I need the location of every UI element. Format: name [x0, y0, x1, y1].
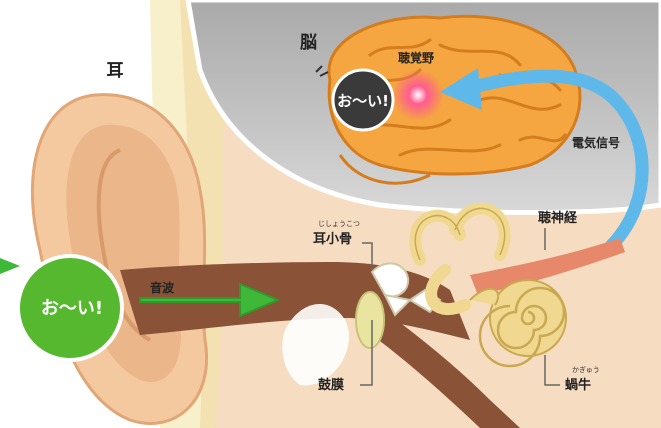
ossicles-ruby: じしょうこつ: [318, 220, 360, 228]
auditory-cortex-glow: [392, 69, 444, 121]
eardrum-label: 鼓膜: [318, 377, 344, 393]
auditory-cortex-label: 聴覚野: [398, 50, 434, 65]
outer-speech-bubble: お〜い!: [18, 256, 122, 360]
left-arrow-fragment: [0, 258, 20, 274]
sound-wave-label: 音波: [150, 280, 175, 295]
outer-bubble-text: お〜い!: [41, 298, 103, 319]
brain-speech-bubble: お〜い!: [333, 70, 393, 130]
eardrum-shape: [356, 292, 384, 348]
cochlea-label: 蝸牛: [565, 377, 591, 393]
electric-signal-label: 電気信号: [572, 135, 620, 150]
auditory-nerve-label: 聴神経: [538, 210, 578, 226]
ossicles-label: 耳小骨: [313, 232, 352, 247]
cochlea-ruby: かぎゅう: [572, 365, 600, 374]
brain-label: 脳: [300, 33, 317, 53]
brain-bubble-text: お〜い!: [337, 92, 389, 110]
ear-label: 耳: [107, 61, 124, 81]
